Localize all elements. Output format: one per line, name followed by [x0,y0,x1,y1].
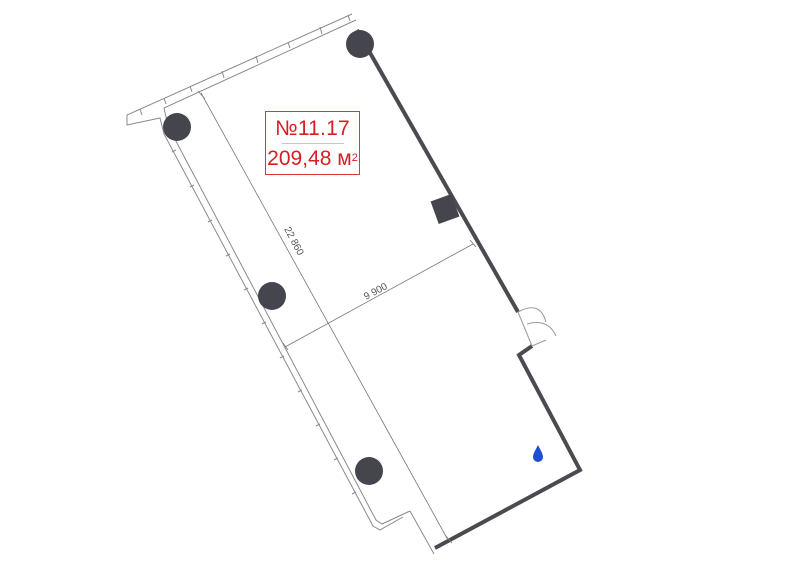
glazing-wall [126,13,435,555]
columns [163,30,383,485]
unit-label-divider [281,143,344,144]
unit-area: 209,48 м2 [266,147,359,171]
unit-label: №11.17 209,48 м2 [265,111,360,175]
unit-area-value: 209,48 м [267,147,352,170]
water-drop-icon [533,445,543,462]
wall-pilaster [430,193,460,225]
unit-area-superscript: 2 [351,152,358,164]
dimension-width-label: 9 900 [362,281,390,303]
column [346,30,374,58]
column [163,113,191,141]
solid-walls [355,29,583,550]
dimension-length-label: 22 860 [281,225,305,258]
unit-number: №11.17 [275,117,350,140]
door-swing [517,307,557,347]
column [258,282,286,310]
column [355,457,383,485]
window-mullions [139,14,357,495]
dimension-lines [197,90,477,544]
